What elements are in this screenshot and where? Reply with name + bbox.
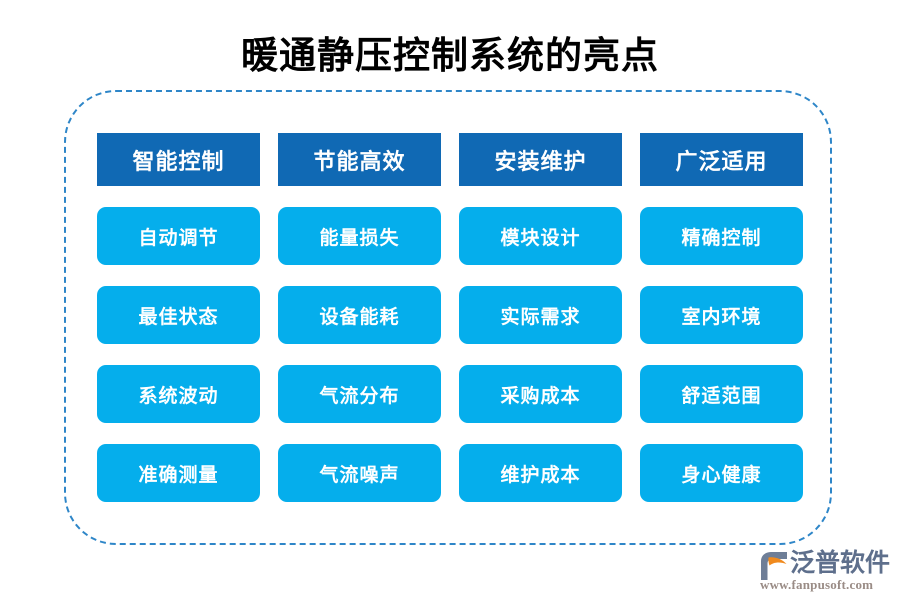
matrix-item-4-2[interactable]: 室内环境 bbox=[640, 286, 803, 344]
matrix-item-3-2[interactable]: 实际需求 bbox=[459, 286, 622, 344]
fanpu-logo-icon bbox=[761, 552, 787, 580]
matrix-column-3: 安装维护 模块设计 实际需求 采购成本 维护成本 bbox=[459, 133, 622, 502]
matrix-item-1-4[interactable]: 准确测量 bbox=[97, 444, 260, 502]
matrix-column-4: 广泛适用 精确控制 室内环境 舒适范围 身心健康 bbox=[640, 133, 803, 502]
page-title: 暖通静压控制系统的亮点 bbox=[241, 36, 659, 77]
brand-logo: 泛普软件 www.fanpusoft.com bbox=[758, 549, 893, 593]
matrix-item-2-2[interactable]: 设备能耗 bbox=[278, 286, 441, 344]
matrix-item-1-3[interactable]: 系统波动 bbox=[97, 365, 260, 423]
matrix-item-2-4[interactable]: 气流噪声 bbox=[278, 444, 441, 502]
matrix-item-2-1[interactable]: 能量损失 bbox=[278, 207, 441, 265]
matrix-item-4-3[interactable]: 舒适范围 bbox=[640, 365, 803, 423]
matrix-column-header-1[interactable]: 智能控制 bbox=[97, 133, 260, 186]
matrix-item-2-3[interactable]: 气流分布 bbox=[278, 365, 441, 423]
matrix-item-1-2[interactable]: 最佳状态 bbox=[97, 286, 260, 344]
highlights-matrix: 智能控制 自动调节 最佳状态 系统波动 准确测量 节能高效 能量损失 设备能耗 … bbox=[97, 133, 803, 502]
matrix-item-4-4[interactable]: 身心健康 bbox=[640, 444, 803, 502]
matrix-item-3-1[interactable]: 模块设计 bbox=[459, 207, 622, 265]
matrix-column-header-4[interactable]: 广泛适用 bbox=[640, 133, 803, 186]
matrix-column-1: 智能控制 自动调节 最佳状态 系统波动 准确测量 bbox=[97, 133, 260, 502]
dashed-content-frame bbox=[64, 90, 832, 545]
matrix-column-2: 节能高效 能量损失 设备能耗 气流分布 气流噪声 bbox=[278, 133, 441, 502]
matrix-column-header-2[interactable]: 节能高效 bbox=[278, 133, 441, 186]
logo-website-url: www.fanpusoft.com bbox=[760, 577, 874, 592]
matrix-item-3-3[interactable]: 采购成本 bbox=[459, 365, 622, 423]
matrix-item-3-4[interactable]: 维护成本 bbox=[459, 444, 622, 502]
matrix-item-4-1[interactable]: 精确控制 bbox=[640, 207, 803, 265]
matrix-item-1-1[interactable]: 自动调节 bbox=[97, 207, 260, 265]
logo-brand-name: 泛普软件 bbox=[790, 550, 891, 577]
matrix-column-header-3[interactable]: 安装维护 bbox=[459, 133, 622, 186]
